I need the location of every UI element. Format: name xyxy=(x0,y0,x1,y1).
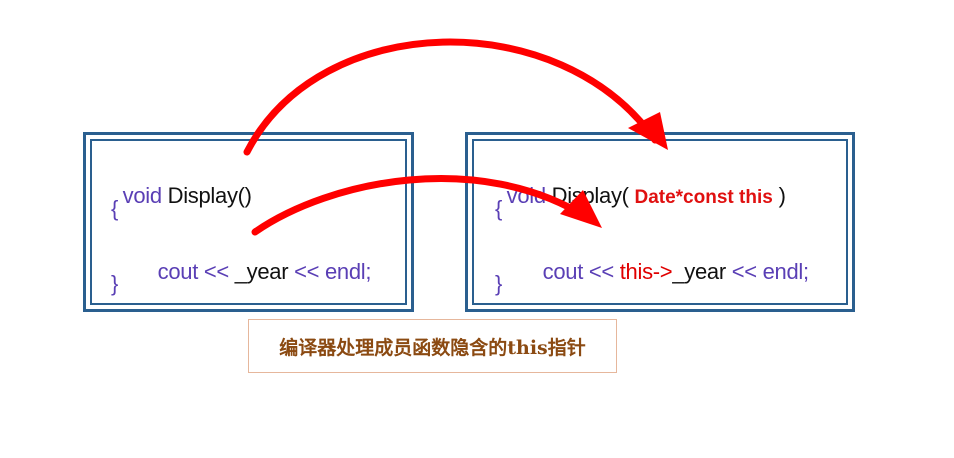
right-close-brace: } xyxy=(495,271,503,296)
right-cout: cout << xyxy=(542,259,615,284)
left-cout: cout << xyxy=(157,259,230,284)
this-param: Date*const this xyxy=(634,187,773,208)
left-endl: << endl; xyxy=(294,259,372,284)
left-line-3: cout << _year << endl; xyxy=(146,233,372,285)
right-year-member: _year xyxy=(672,259,726,284)
right-line-3: cout << this->_year << endl; xyxy=(531,233,810,285)
left-display-signature: Display() xyxy=(167,183,252,208)
right-line-1: void Display( Date*const this ) xyxy=(495,157,786,209)
left-close-brace: } xyxy=(111,271,119,296)
top-arc-arrow xyxy=(243,38,659,156)
bottom-arc-arrow xyxy=(251,175,592,236)
right-close-paren: ) xyxy=(778,183,786,208)
left-void-keyword: void xyxy=(122,183,162,208)
left-code-box-inner-border xyxy=(90,139,407,305)
left-year-member: _year xyxy=(234,259,289,284)
left-code-box xyxy=(83,132,414,312)
right-open-brace: { xyxy=(495,196,503,221)
right-endl: << endl; xyxy=(731,259,809,284)
caption-box: 编译器处理成员函数隐含的this指针 xyxy=(248,319,617,373)
left-open-brace: { xyxy=(111,196,119,221)
bottom-arrowhead xyxy=(560,190,602,228)
top-arrowhead xyxy=(628,112,668,150)
this-arrow-prefix: this-> xyxy=(619,259,673,284)
left-line-1: void Display() xyxy=(111,157,252,209)
